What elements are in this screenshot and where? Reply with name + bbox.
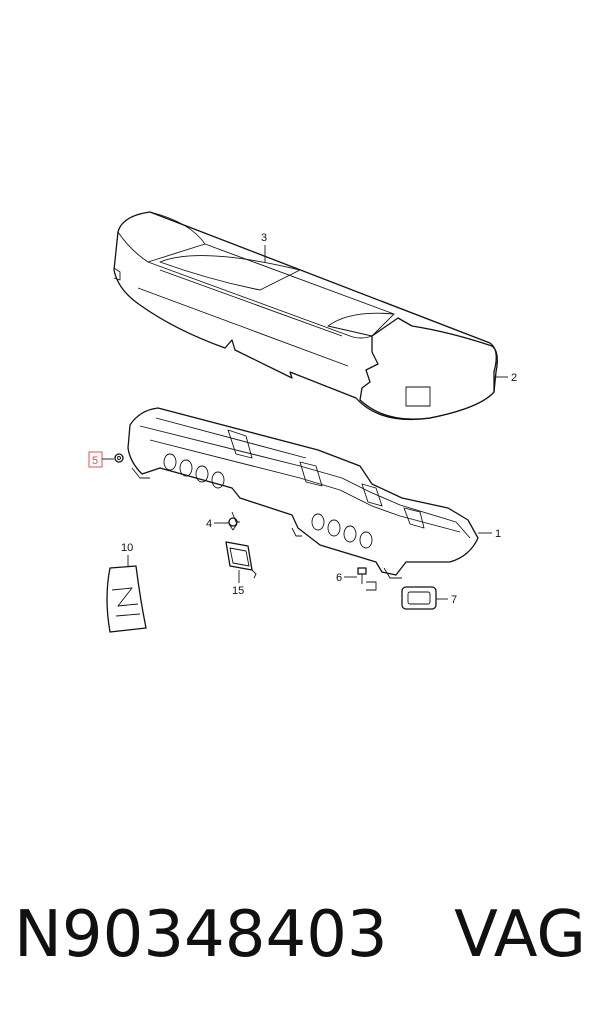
- svg-text:10: 10: [121, 542, 133, 554]
- seat-foam-pad: [359, 317, 498, 420]
- svg-text:2: 2: [511, 372, 517, 384]
- svg-text:7: 7: [451, 594, 457, 606]
- clip-part: [228, 517, 238, 531]
- callout-7: 7: [436, 594, 457, 606]
- svg-text:1: 1: [495, 528, 501, 540]
- caption-bar: N90348403 VAG: [0, 885, 600, 985]
- callout-5-highlighted: 5: [88, 451, 114, 468]
- cap-part: [401, 586, 437, 610]
- seat-cushion-cover: [113, 211, 497, 421]
- cover-pad-part: [106, 565, 147, 633]
- svg-text:5: 5: [92, 455, 98, 467]
- svg-text:3: 3: [261, 232, 267, 244]
- nut-part: [114, 453, 124, 463]
- callout-6: 6: [336, 572, 357, 584]
- seat-frame: [127, 407, 479, 579]
- callout-3: 3: [261, 232, 267, 262]
- brand-name: VAG: [454, 898, 586, 972]
- svg-text:15: 15: [232, 585, 244, 597]
- bracket-part: [225, 541, 257, 579]
- exploded-parts-diagram: 3 2 5 4 1 10 15 6 7: [88, 211, 517, 633]
- svg-text:6: 6: [336, 572, 342, 584]
- callout-1: 1: [478, 528, 501, 540]
- callout-15: 15: [232, 570, 244, 597]
- bolt-part: [357, 567, 377, 591]
- svg-text:4: 4: [206, 518, 212, 530]
- callout-4: 4: [206, 518, 229, 530]
- callout-10: 10: [121, 542, 133, 566]
- callout-2: 2: [494, 372, 517, 384]
- part-number: N90348403: [14, 898, 388, 972]
